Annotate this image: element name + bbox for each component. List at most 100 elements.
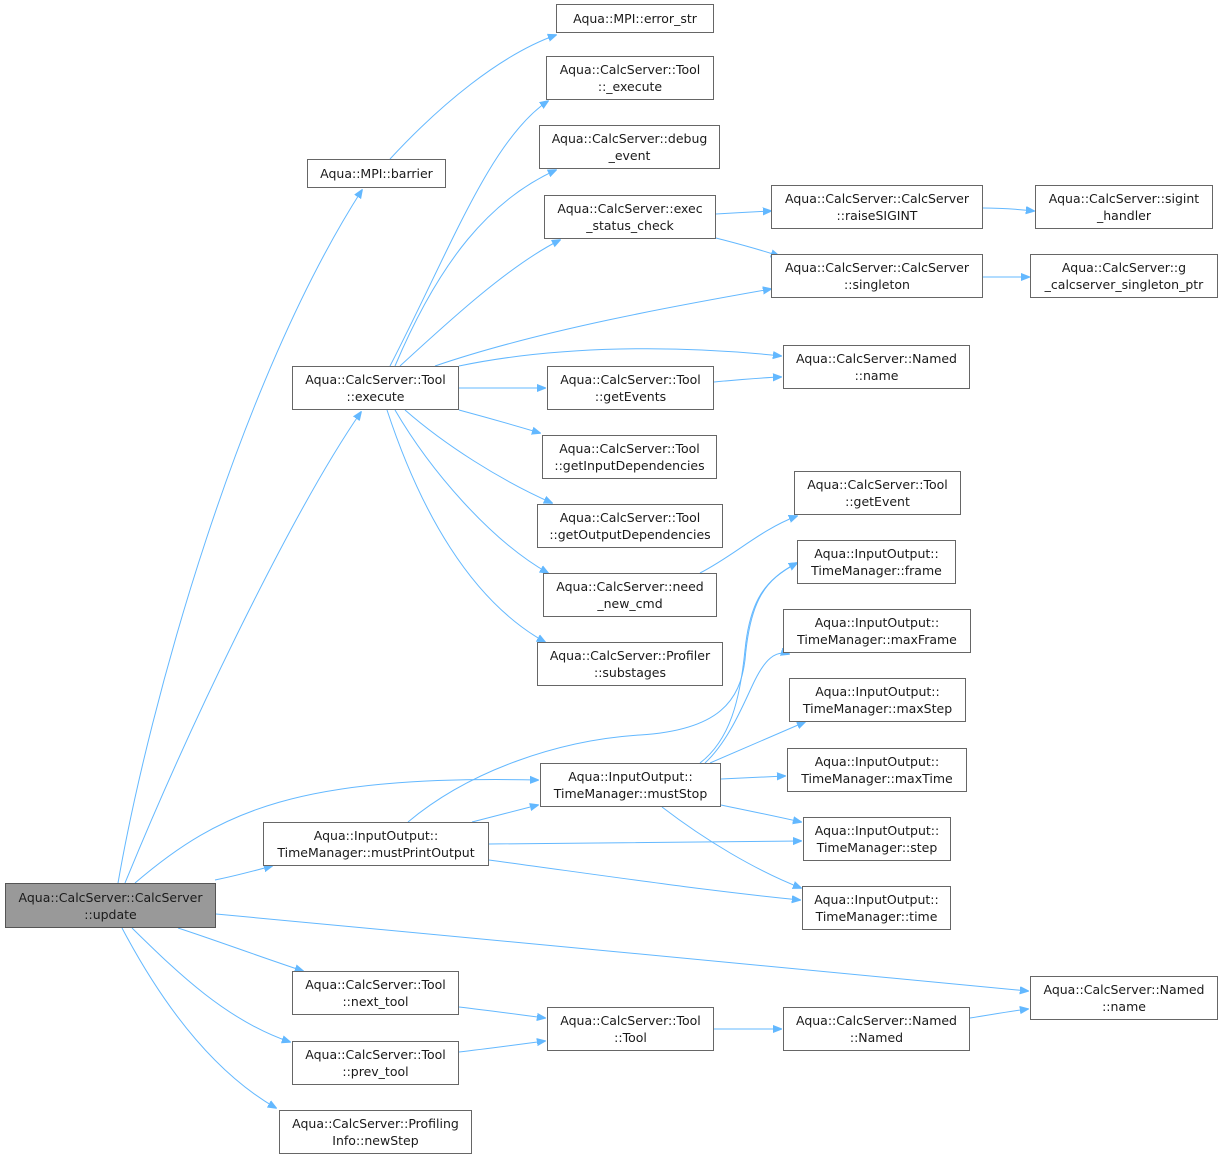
node-maxFrame[interactable]: Aqua::InputOutput::TimeManager::maxFrame [783, 609, 971, 653]
edge-mustStop-to-time [661, 806, 801, 888]
node-label-line: ::raiseSIGINT [836, 208, 918, 223]
edge-update-to-next-tool [177, 927, 303, 971]
node-label-line: Aqua::CalcServer::Tool [305, 977, 446, 992]
edge-execute-to-singleton [434, 289, 771, 367]
node-g-singleton[interactable]: Aqua::CalcServer::g_calcserver_singleton… [1030, 254, 1218, 298]
edge-execute-to-debug-event [394, 170, 556, 367]
edge-mustPrintOutput-to-step [488, 841, 801, 844]
node-named-ctor[interactable]: Aqua::CalcServer::Named::Named [783, 1007, 970, 1051]
node-tool-ctor[interactable]: Aqua::CalcServer::Tool::Tool [547, 1007, 714, 1051]
node-exec-status[interactable]: Aqua::CalcServer::exec_status_check [544, 195, 716, 239]
edge-execute-to-substages [386, 409, 545, 642]
node-label-line: ::name [854, 368, 899, 383]
node-label-line: Aqua::InputOutput:: [814, 546, 939, 561]
node-singleton[interactable]: Aqua::CalcServer::CalcServer::singleton [771, 254, 983, 298]
node-label-line: Aqua::InputOutput:: [568, 769, 693, 784]
node-label-line: TimeManager::step [816, 840, 938, 855]
node-barrier[interactable]: Aqua::MPI::barrier [307, 159, 446, 188]
node-label-line: Aqua::CalcServer::Named [795, 351, 957, 366]
node-update[interactable]: Aqua::CalcServer::CalcServer::update [5, 883, 216, 928]
node-label-line: TimeManager::mustPrintOutput [277, 845, 475, 860]
node-label-line: ::Tool [614, 1030, 647, 1045]
edge-execute-to--execute [389, 101, 548, 367]
node-mustStop[interactable]: Aqua::InputOutput::TimeManager::mustStop [540, 763, 721, 807]
node-sigint[interactable]: Aqua::CalcServer::sigint_handler [1035, 185, 1213, 229]
node-label-line: Aqua::CalcServer::Tool [560, 1013, 701, 1028]
node-frame[interactable]: Aqua::InputOutput::TimeManager::frame [797, 540, 956, 584]
node-getInputDeps[interactable]: Aqua::CalcServer::Tool::getInputDependen… [542, 435, 717, 479]
edge-getEvents-to-name1 [713, 377, 781, 383]
edge-raiseSIGINT-to-sigint [982, 208, 1034, 211]
node-substages[interactable]: Aqua::CalcServer::Profiler::substages [537, 642, 723, 686]
node-getEvent[interactable]: Aqua::CalcServer::Tool::getEvent [794, 471, 961, 515]
edge-mustPrintOutput-to-time [488, 859, 800, 900]
edge-mustStop-to-step [720, 804, 801, 822]
node-label-line: Aqua::CalcServer::sigint [1048, 191, 1200, 206]
edge-barrier-to-error-str [389, 35, 556, 160]
node-name1[interactable]: Aqua::CalcServer::Named::name [783, 345, 970, 389]
edge-execute-to-need-new-cmd [394, 409, 548, 573]
node-getEvents[interactable]: Aqua::CalcServer::Tool::getEvents [547, 366, 714, 410]
node-label-line: _handler [1097, 208, 1151, 223]
edge-named-ctor-to-name2 [969, 1009, 1028, 1019]
node-need-new-cmd[interactable]: Aqua::CalcServer::need_new_cmd [543, 573, 717, 617]
edge-update-to-mustPrintOutput [214, 866, 272, 881]
edge-mustPrintOutput-to-frame [407, 563, 797, 823]
node-label-line: Aqua::CalcServer::CalcServer [785, 260, 969, 275]
node-label-line: Aqua::MPI::barrier [320, 166, 433, 181]
node-next-tool[interactable]: Aqua::CalcServer::Tool::next_tool [292, 971, 459, 1015]
node-label-line: Aqua::CalcServer::Tool [559, 62, 701, 77]
node-label-line: Aqua::CalcServer::Tool [807, 477, 948, 492]
node-step[interactable]: Aqua::InputOutput::TimeManager::step [803, 817, 951, 861]
edge-update-to-newStep [121, 927, 276, 1108]
node--execute[interactable]: Aqua::CalcServer::Tool::_execute [546, 56, 714, 100]
node-label-line: Aqua::CalcServer::Tool [305, 372, 446, 387]
edge-need-new-cmd-to-getEvent [699, 516, 797, 574]
node-raiseSIGINT[interactable]: Aqua::CalcServer::CalcServer::raiseSIGIN… [771, 185, 983, 229]
node-maxTime[interactable]: Aqua::InputOutput::TimeManager::maxTime [787, 748, 967, 792]
node-mustPrintOutput[interactable]: Aqua::InputOutput::TimeManager::mustPrin… [263, 822, 489, 866]
node-label-line: Aqua::InputOutput:: [814, 754, 940, 769]
node-label-line: Aqua::CalcServer::g [1061, 260, 1187, 275]
node-label-line: ::singleton [844, 277, 910, 292]
node-getOutputDeps[interactable]: Aqua::CalcServer::Tool::getOutputDepende… [537, 504, 723, 548]
edge-mustStop-to-maxStep [709, 722, 805, 764]
node-label-line: Aqua::CalcServer::CalcServer [18, 889, 203, 905]
node-prev-tool[interactable]: Aqua::CalcServer::Tool::prev_tool [292, 1041, 459, 1085]
node-label-line: ::_execute [597, 79, 663, 94]
node-label-line: Aqua::InputOutput:: [815, 684, 940, 699]
node-time[interactable]: Aqua::InputOutput::TimeManager::time [802, 886, 951, 930]
node-label-line: ::getEvents [594, 389, 667, 404]
node-label-line: Aqua::InputOutput:: [814, 892, 939, 907]
edge-update-to-prev-tool [131, 927, 290, 1042]
node-label-line: ::next_tool [342, 994, 409, 1009]
edge-mustStop-to-frame [699, 563, 797, 764]
node-label-line: TimeManager::maxTime [801, 771, 953, 786]
node-label-line: TimeManager::frame [811, 563, 942, 578]
node-label-line: ::substages [593, 665, 666, 680]
node-label-line: ::execute [346, 389, 405, 404]
node-execute[interactable]: Aqua::CalcServer::Tool::execute [292, 366, 459, 410]
node-maxStep[interactable]: Aqua::InputOutput::TimeManager::maxStep [789, 678, 966, 722]
node-label-line: Aqua::CalcServer::debug [551, 131, 708, 146]
node-label-line: _status_check [586, 218, 674, 233]
node-label-line: Aqua::CalcServer::Tool [305, 1047, 446, 1062]
node-label-line: Aqua::MPI::error_str [573, 11, 697, 26]
node-label-line: Aqua::InputOutput:: [814, 615, 940, 630]
node-label-line: Aqua::CalcServer::CalcServer [785, 191, 969, 206]
node-debug-event[interactable]: Aqua::CalcServer::debug_event [539, 125, 720, 169]
node-label-line: TimeManager::maxStep [802, 701, 953, 716]
node-label-line: ::prev_tool [342, 1064, 409, 1079]
edge-execute-to-getInputDeps [458, 409, 540, 433]
node-label-line: ::getOutputDependencies [549, 527, 711, 542]
node-label-line: Aqua::CalcServer::Tool [559, 510, 701, 525]
node-label-line: ::getEvent [845, 494, 910, 509]
node-name2[interactable]: Aqua::CalcServer::Named::name [1030, 976, 1218, 1020]
edge-update-to-barrier [117, 190, 362, 884]
node-error-str[interactable]: Aqua::MPI::error_str [556, 4, 714, 33]
node-label-line: _calcserver_singleton_ptr [1044, 277, 1204, 292]
edge-execute-to-getOutputDeps [404, 409, 552, 503]
edge-prev-tool-to-tool-ctor [458, 1041, 545, 1053]
